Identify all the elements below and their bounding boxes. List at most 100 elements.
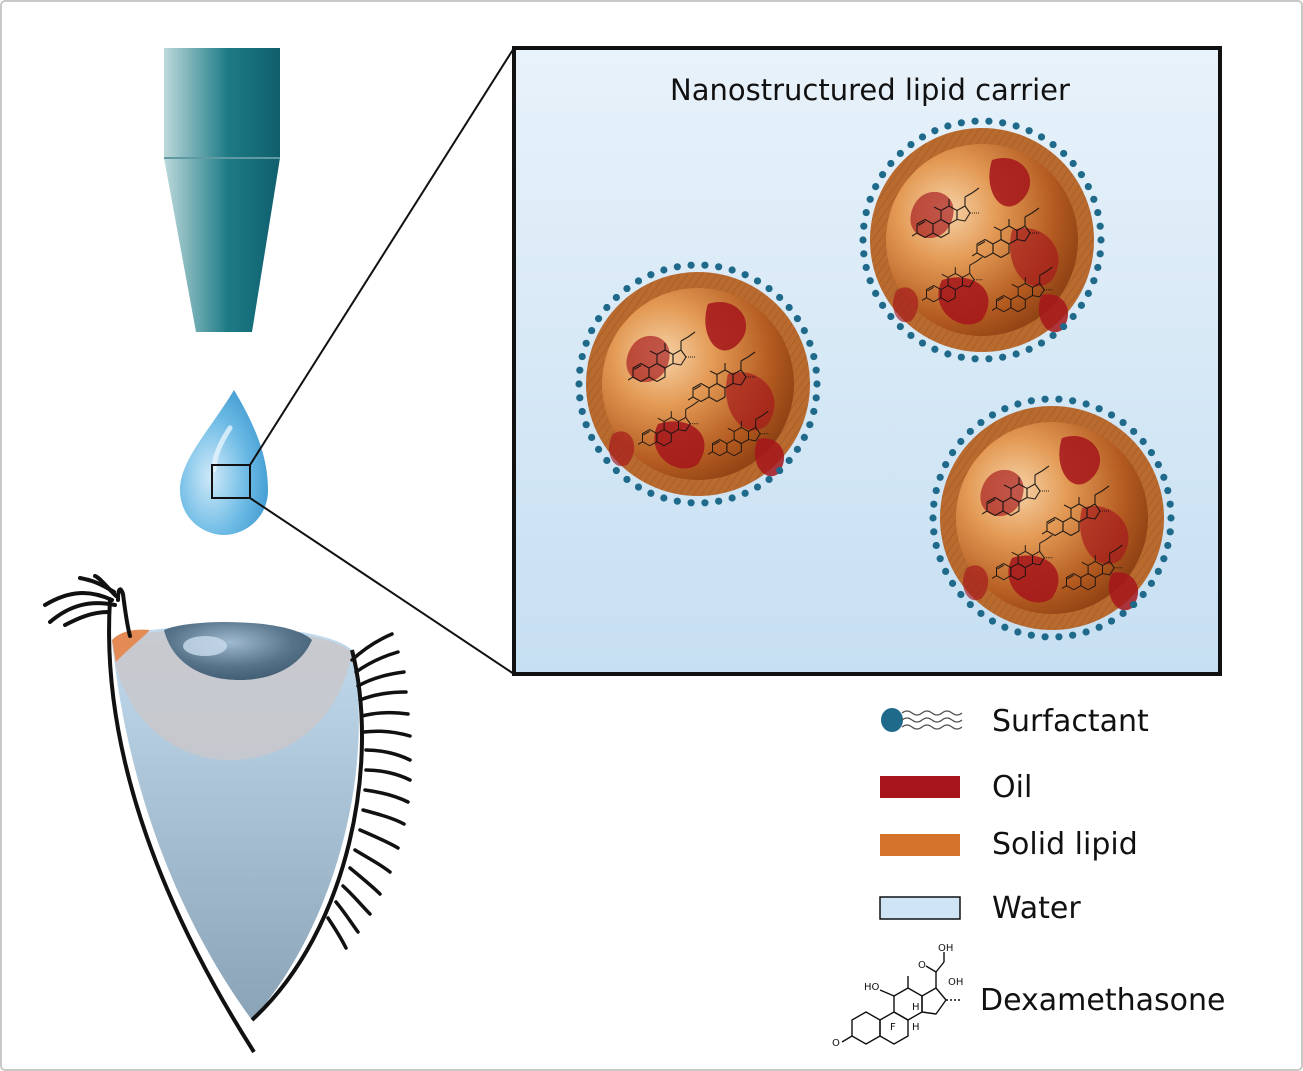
nlc-particle: [859, 117, 1105, 363]
surfactant-head: [1130, 427, 1138, 436]
surfactant-head: [578, 407, 586, 416]
surfactant-head: [862, 263, 870, 272]
surfactant-head: [806, 339, 814, 347]
surfactant-head: [1160, 473, 1168, 481]
surfactant-head: [936, 473, 944, 481]
surfactant-head: [932, 486, 940, 495]
oil-blob: [608, 431, 635, 467]
surfactant-head: [860, 250, 868, 258]
surfactant-head: [1130, 600, 1138, 609]
surfactant-head: [887, 159, 895, 168]
surfactant-head: [785, 456, 793, 465]
surfactant-head: [753, 483, 762, 491]
surfactant-head: [810, 407, 818, 416]
surfactant-head: [715, 497, 723, 505]
surfactant-head: [936, 555, 944, 563]
surfactant-head: [988, 617, 997, 625]
surfactant-head: [594, 315, 603, 323]
surfactant-head: [582, 421, 590, 429]
surfactant-head: [812, 394, 820, 402]
oil-blob: [626, 335, 670, 383]
surfactant-head: [647, 489, 655, 497]
surfactant-head: [944, 350, 952, 358]
surfactant-head: [1069, 397, 1077, 405]
surfactant-head: [1014, 628, 1022, 636]
surfactant-head: [1077, 171, 1086, 179]
surfactant-icon: [881, 708, 963, 732]
surfactant-head: [1147, 579, 1156, 587]
surfactant-head: [1094, 208, 1102, 217]
legend-label-dexamethasone: Dexamethasone: [980, 983, 1225, 1018]
surfactant-head: [1090, 195, 1098, 203]
oil-blob: [980, 469, 1024, 517]
surfactant-head: [806, 421, 814, 429]
surfactant-head: [1055, 395, 1063, 403]
surfactant-head: [907, 331, 915, 340]
surfactant-head: [753, 277, 762, 285]
surfactant-head: [1001, 405, 1009, 413]
surfactant-head: [623, 284, 631, 293]
surfactant-head: [944, 122, 952, 130]
surfactant-head: [1119, 609, 1127, 618]
surfactant-head: [918, 133, 927, 141]
surfactant-head: [1069, 631, 1077, 639]
surfactant-head: [813, 380, 821, 388]
surfactant-head: [1095, 623, 1103, 631]
surfactant-head: [793, 315, 802, 323]
surfactant-head: [985, 117, 993, 125]
surfactant-head: [1055, 633, 1063, 641]
surfactant-head: [930, 528, 938, 536]
surfactant-head: [687, 499, 695, 507]
oil-blob: [654, 421, 705, 469]
legend-label-surfactant: Surfactant: [992, 704, 1149, 739]
surfactant-head: [1166, 500, 1174, 508]
legend-label-oil: Oil: [992, 770, 1032, 805]
surfactant-head: [1049, 140, 1057, 149]
surfactant-head: [765, 284, 773, 293]
dropper-nozzle-icon: [164, 48, 280, 332]
particles: [575, 117, 1175, 641]
surfactant-head: [603, 303, 611, 312]
surfactant-head: [588, 326, 596, 335]
eye-drop-icon: [180, 390, 268, 535]
mol-label-o-ring: O: [832, 1038, 840, 1049]
surfactant-head: [948, 449, 957, 457]
panel-title: Nanostructured lipid carrier: [670, 73, 1070, 107]
surfactant-head: [776, 466, 784, 475]
surfactant-head: [612, 293, 620, 302]
surfactant-head: [999, 353, 1007, 361]
surfactant-head: [715, 263, 723, 271]
mol-label-h2: H: [912, 1022, 920, 1033]
mol-label-h1: H: [912, 1002, 920, 1013]
surfactant-head: [866, 195, 874, 203]
surfactant-head: [957, 119, 965, 127]
surfactant-head: [942, 567, 950, 576]
surfactant-head: [810, 352, 818, 361]
surfactant-head: [878, 301, 887, 309]
surfactant-head: [999, 119, 1007, 127]
surfactant-head: [977, 609, 985, 618]
legend-label-solid-lipid: Solid lipid: [992, 827, 1138, 862]
surfactant-head: [1095, 405, 1103, 413]
legend-item-water: Water: [879, 891, 1081, 926]
surfactant-head: [673, 497, 681, 505]
surfactant-head: [701, 499, 709, 507]
oil-blob: [892, 287, 919, 323]
surfactant-head: [800, 433, 808, 442]
surfactant-head: [1107, 411, 1116, 419]
surfactant-head: [1147, 449, 1156, 457]
surfactant-head: [1154, 567, 1162, 576]
surfactant-head: [862, 208, 870, 217]
surfactant-head: [1041, 633, 1049, 641]
surfactant-head: [1164, 486, 1172, 495]
surfactant-head: [1164, 541, 1172, 550]
surfactant-head: [1025, 345, 1033, 353]
surfactant-head: [1096, 222, 1104, 230]
legend-item-surfactant: Surfactant: [881, 704, 1149, 739]
surfactant-head: [603, 456, 611, 465]
dexamethasone-structure-icon: OH OH HO O O H H F: [832, 943, 963, 1049]
nlc-particle: [929, 395, 1175, 641]
surfactant-head: [1037, 339, 1046, 347]
solid-lipid-swatch-icon: [880, 834, 960, 856]
surfactant-head: [687, 261, 695, 269]
